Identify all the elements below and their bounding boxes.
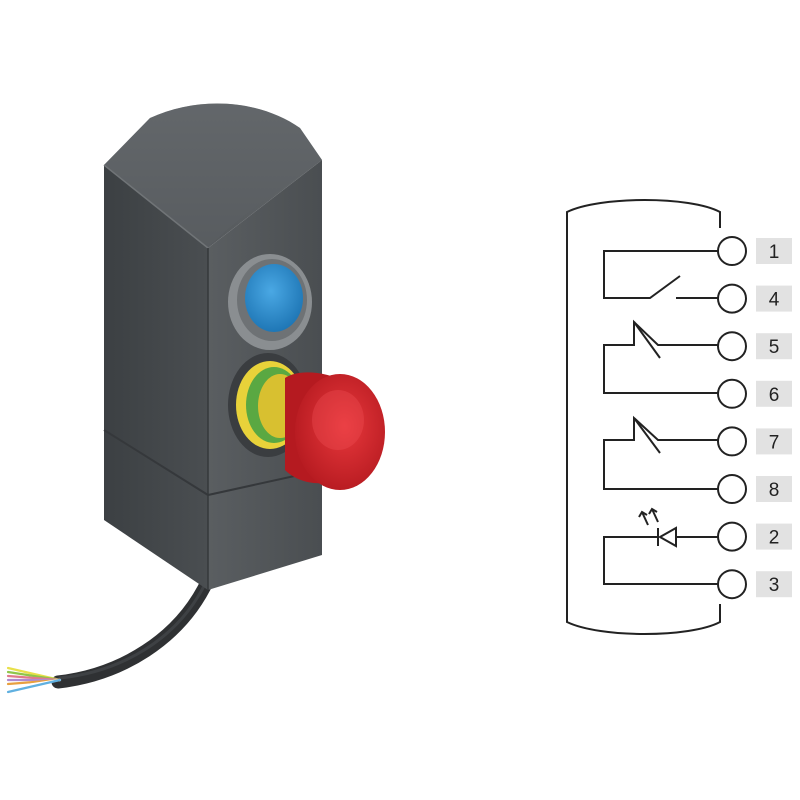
blue-pushbutton-icon[interactable] <box>228 254 312 350</box>
terminal-label: 1 <box>769 242 780 263</box>
terminal-label: 3 <box>769 575 780 596</box>
terminal-label: 6 <box>769 385 780 406</box>
control-station-device <box>6 103 385 694</box>
terminal-label: 5 <box>769 337 780 358</box>
terminal-5: 5 <box>717 331 792 362</box>
cable-wire-ends <box>6 666 62 694</box>
terminal-circle <box>717 474 747 504</box>
terminal-4: 4 <box>717 283 792 314</box>
normally-closed-contact-icon <box>603 319 724 394</box>
terminal-circle <box>717 569 747 600</box>
wire-end <box>6 678 62 694</box>
terminal-circle <box>717 331 747 362</box>
terminal-label: 8 <box>769 480 780 501</box>
terminal-label-box <box>756 428 792 455</box>
terminal-circle <box>717 283 747 314</box>
terminal-label: 4 <box>769 290 780 311</box>
terminal-circle <box>717 426 747 457</box>
terminal-label: 2 <box>769 528 780 549</box>
terminal-circle <box>717 236 747 266</box>
cable-icon <box>6 573 215 694</box>
terminal-circle <box>717 521 747 552</box>
terminal-8: 8 <box>717 474 792 504</box>
wiring-diagram: 1 4 5 6 7 8 2 3 <box>566 199 792 635</box>
terminal-label-box <box>756 571 792 598</box>
terminal-7: 7 <box>717 426 792 457</box>
terminal-label-box <box>756 238 792 264</box>
terminal-label-box <box>756 333 792 360</box>
terminal-label-box <box>756 523 792 550</box>
terminal-label-box <box>756 285 792 312</box>
emergency-stop-mushroom-icon[interactable] <box>228 353 385 490</box>
diagram-housing-outline <box>566 199 721 635</box>
led-icon <box>603 507 724 585</box>
normally-closed-contact-icon <box>603 415 724 490</box>
terminal-6: 6 <box>717 378 792 409</box>
terminal-label: 7 <box>769 432 780 453</box>
terminal-circle <box>717 378 747 409</box>
terminal-label-box <box>756 380 792 407</box>
terminal-1: 1 <box>717 236 792 266</box>
terminal-label-box <box>756 476 792 502</box>
terminal-list: 1 4 5 6 7 8 2 3 <box>717 236 792 600</box>
normally-open-contact-icon <box>603 250 724 299</box>
terminal-3: 3 <box>717 569 792 600</box>
terminal-2: 2 <box>717 521 792 552</box>
